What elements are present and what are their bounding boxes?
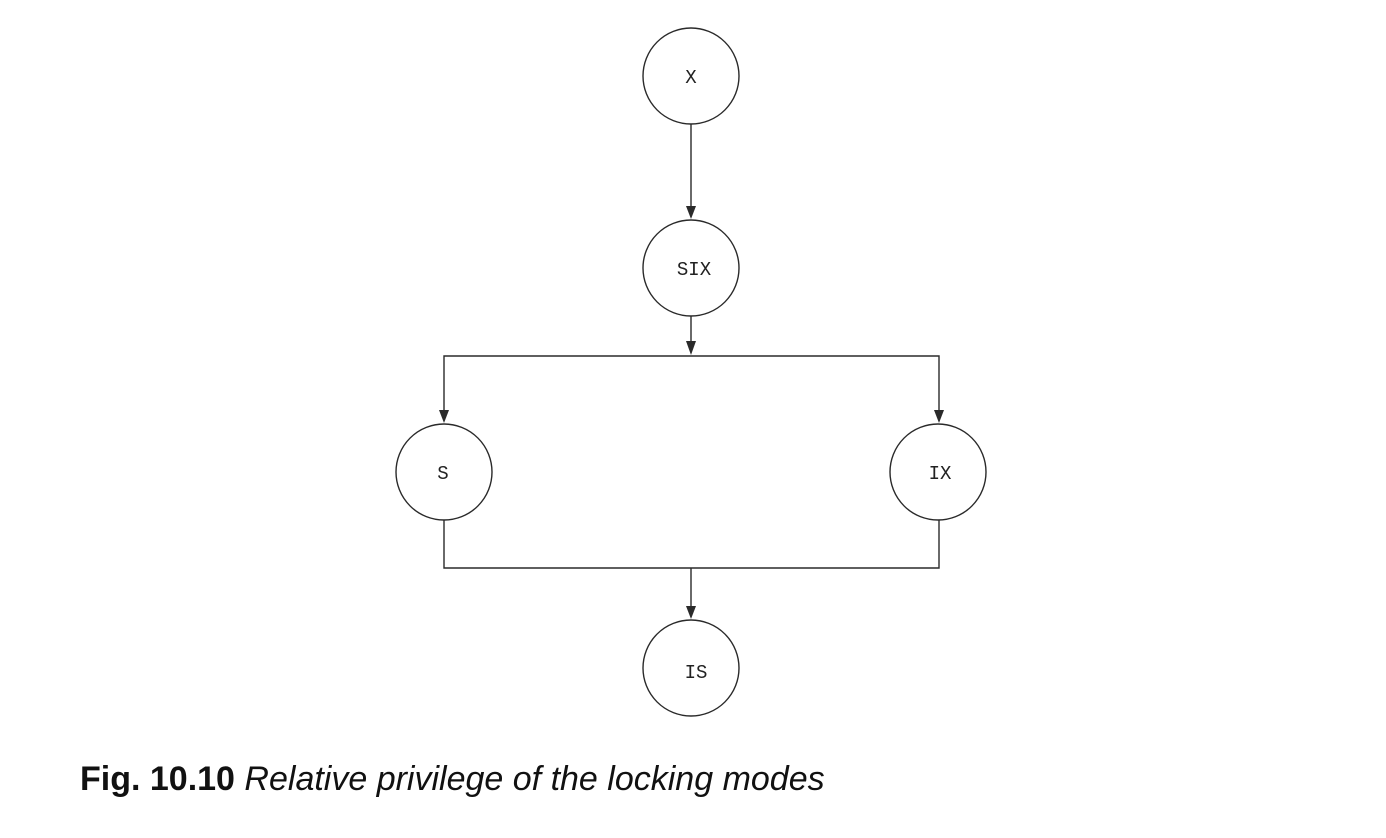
node-s-label: S bbox=[437, 463, 448, 485]
node-six: SIX bbox=[642, 219, 740, 317]
edge-six-to-s bbox=[439, 355, 691, 423]
edge-six-to-ix bbox=[691, 355, 944, 423]
node-x: X bbox=[642, 27, 740, 125]
edge-merge-to-is bbox=[686, 568, 696, 619]
edge-ix-to-is bbox=[691, 520, 940, 569]
node-six-label: SIX bbox=[677, 259, 712, 281]
figure-caption: Fig. 10.10 Relative privilege of the loc… bbox=[80, 760, 825, 799]
node-s: S bbox=[395, 423, 493, 521]
edge-s-to-is bbox=[443, 520, 691, 569]
node-ix: IX bbox=[889, 423, 987, 521]
node-ix-label: IX bbox=[929, 463, 952, 485]
node-is: IS bbox=[642, 619, 740, 717]
node-is-label: IS bbox=[685, 662, 708, 684]
figure-caption-text: Relative privilege of the locking modes bbox=[244, 760, 825, 798]
node-x-label: X bbox=[685, 67, 697, 89]
figure-number: Fig. 10.10 bbox=[80, 760, 235, 798]
edge-six-to-branch bbox=[686, 316, 696, 355]
edge-x-to-six bbox=[686, 124, 696, 219]
